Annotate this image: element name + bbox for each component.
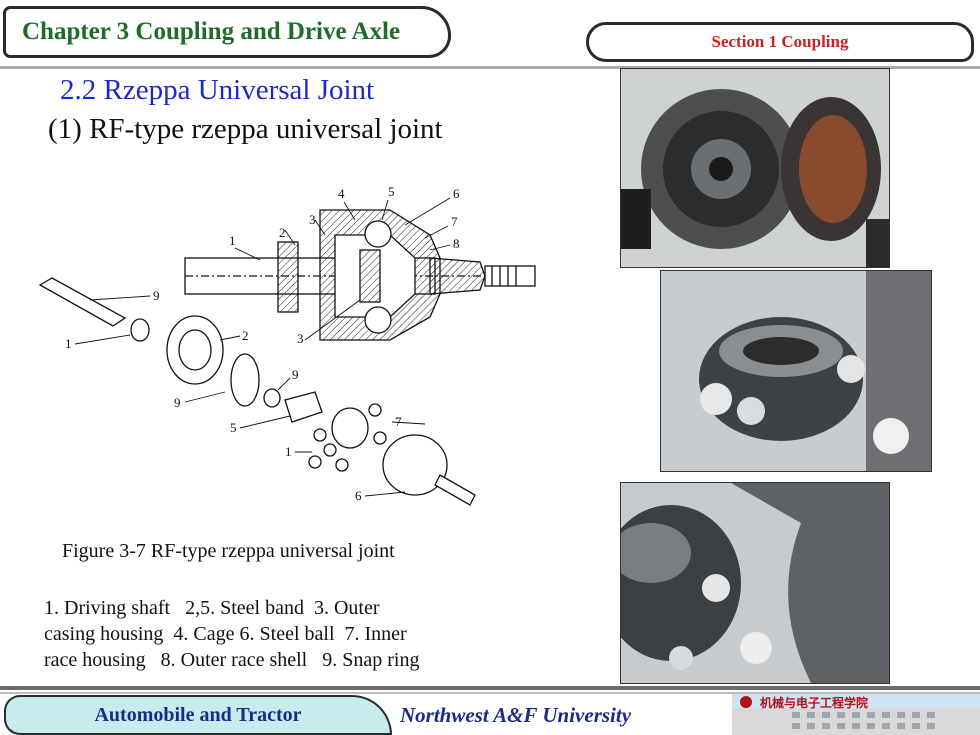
part-label: 1 [229,233,236,248]
part-label: 4 [338,186,345,201]
part-label: 6 [453,186,460,201]
legend-line: casing housing 4. Cage 6. Steel ball 7. … [44,623,407,645]
header-divider [0,66,980,69]
course-name: Automobile and Tractor [94,703,302,726]
joint-photo-disassembled [620,68,890,268]
footer-divider [0,686,980,690]
chapter-tab: Chapter 3 Coupling and Drive Axle [3,6,451,58]
college-sign: 机械与电子工程学院 [760,696,869,710]
slide-heading: 2.2 Rzeppa Universal Joint [60,74,375,106]
section-tab: Section 1 Coupling [586,22,974,62]
assembly-section-view [184,209,536,341]
part-label: 2 [242,328,249,343]
chapter-title: Chapter 3 Coupling and Drive Axle [22,18,401,45]
campus-building-image [732,694,980,735]
part-labels: 1 2 3 4 5 6 7 8 9 1 2 3 9 9 5 7 1 6 [65,184,460,503]
section-title: Section 1 Coupling [711,32,849,51]
footer-divider-thin [0,692,980,694]
part-label: 8 [453,236,460,251]
part-label: 1 [65,336,72,351]
exploded-view [38,277,476,506]
part-label: 2 [279,225,286,240]
part-label: 9 [174,395,181,410]
part-label: 3 [309,212,316,227]
part-label: 7 [451,214,458,229]
part-label: 7 [395,414,402,429]
part-label: 9 [153,288,160,303]
footer-course-tab: Automobile and Tractor [4,695,392,735]
slide-subheading: (1) RF-type rzeppa universal joint [48,113,443,145]
joint-photo-balls [620,482,890,684]
part-label: 6 [355,488,362,503]
legend-line: 1. Driving shaft 2,5. Steel band 3. Oute… [44,597,380,619]
parts-legend: 1. Driving shaft 2,5. Steel band 3. Oute… [44,595,514,673]
legend-line: race housing 8. Outer race shell 9. Snap… [44,649,420,671]
part-label: 5 [388,184,395,199]
figure-caption: Figure 3-7 RF-type rzeppa universal join… [62,540,395,562]
university-name: Northwest A&F University [400,703,632,727]
part-label: 9 [292,367,299,382]
joint-photo-cage [660,270,932,472]
rzeppa-joint-diagram: 1 2 3 4 5 6 7 8 9 1 2 3 9 9 5 7 1 6 [38,184,536,506]
part-label: 3 [297,331,304,346]
part-label: 5 [230,420,237,435]
leader-lines [74,197,451,497]
part-label: 1 [285,444,292,459]
